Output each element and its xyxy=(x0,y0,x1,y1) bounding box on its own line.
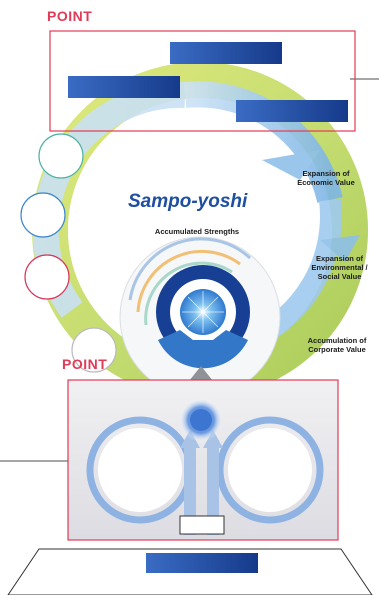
placeholder-bar-3 xyxy=(236,100,348,122)
point-label-bottom: POINT xyxy=(62,356,108,372)
center-emblem xyxy=(119,236,281,398)
circle-blue xyxy=(20,192,66,238)
accumulation-corporate-label: Accumulation of Corporate Value xyxy=(307,336,367,354)
base-placeholder-bar xyxy=(146,553,258,573)
center-title: Sampo-yoshi xyxy=(128,191,248,212)
small-blank-box xyxy=(179,515,225,535)
circle-teal xyxy=(38,133,84,179)
placeholder-bar-1 xyxy=(170,42,282,64)
placeholder-bar-2 xyxy=(68,76,180,98)
circle-red xyxy=(24,254,70,300)
accumulated-strengths-label: Accumulated Strengths xyxy=(154,227,240,236)
point-label-top: POINT xyxy=(47,8,93,24)
bottom-loops xyxy=(86,398,324,535)
expansion-economic-label: Expansion of Economic Value xyxy=(297,169,355,187)
point-box-top xyxy=(49,30,356,132)
expansion-environmental-label: Expansion of Environmental / Social Valu… xyxy=(311,254,368,281)
circle-gray xyxy=(71,327,117,373)
